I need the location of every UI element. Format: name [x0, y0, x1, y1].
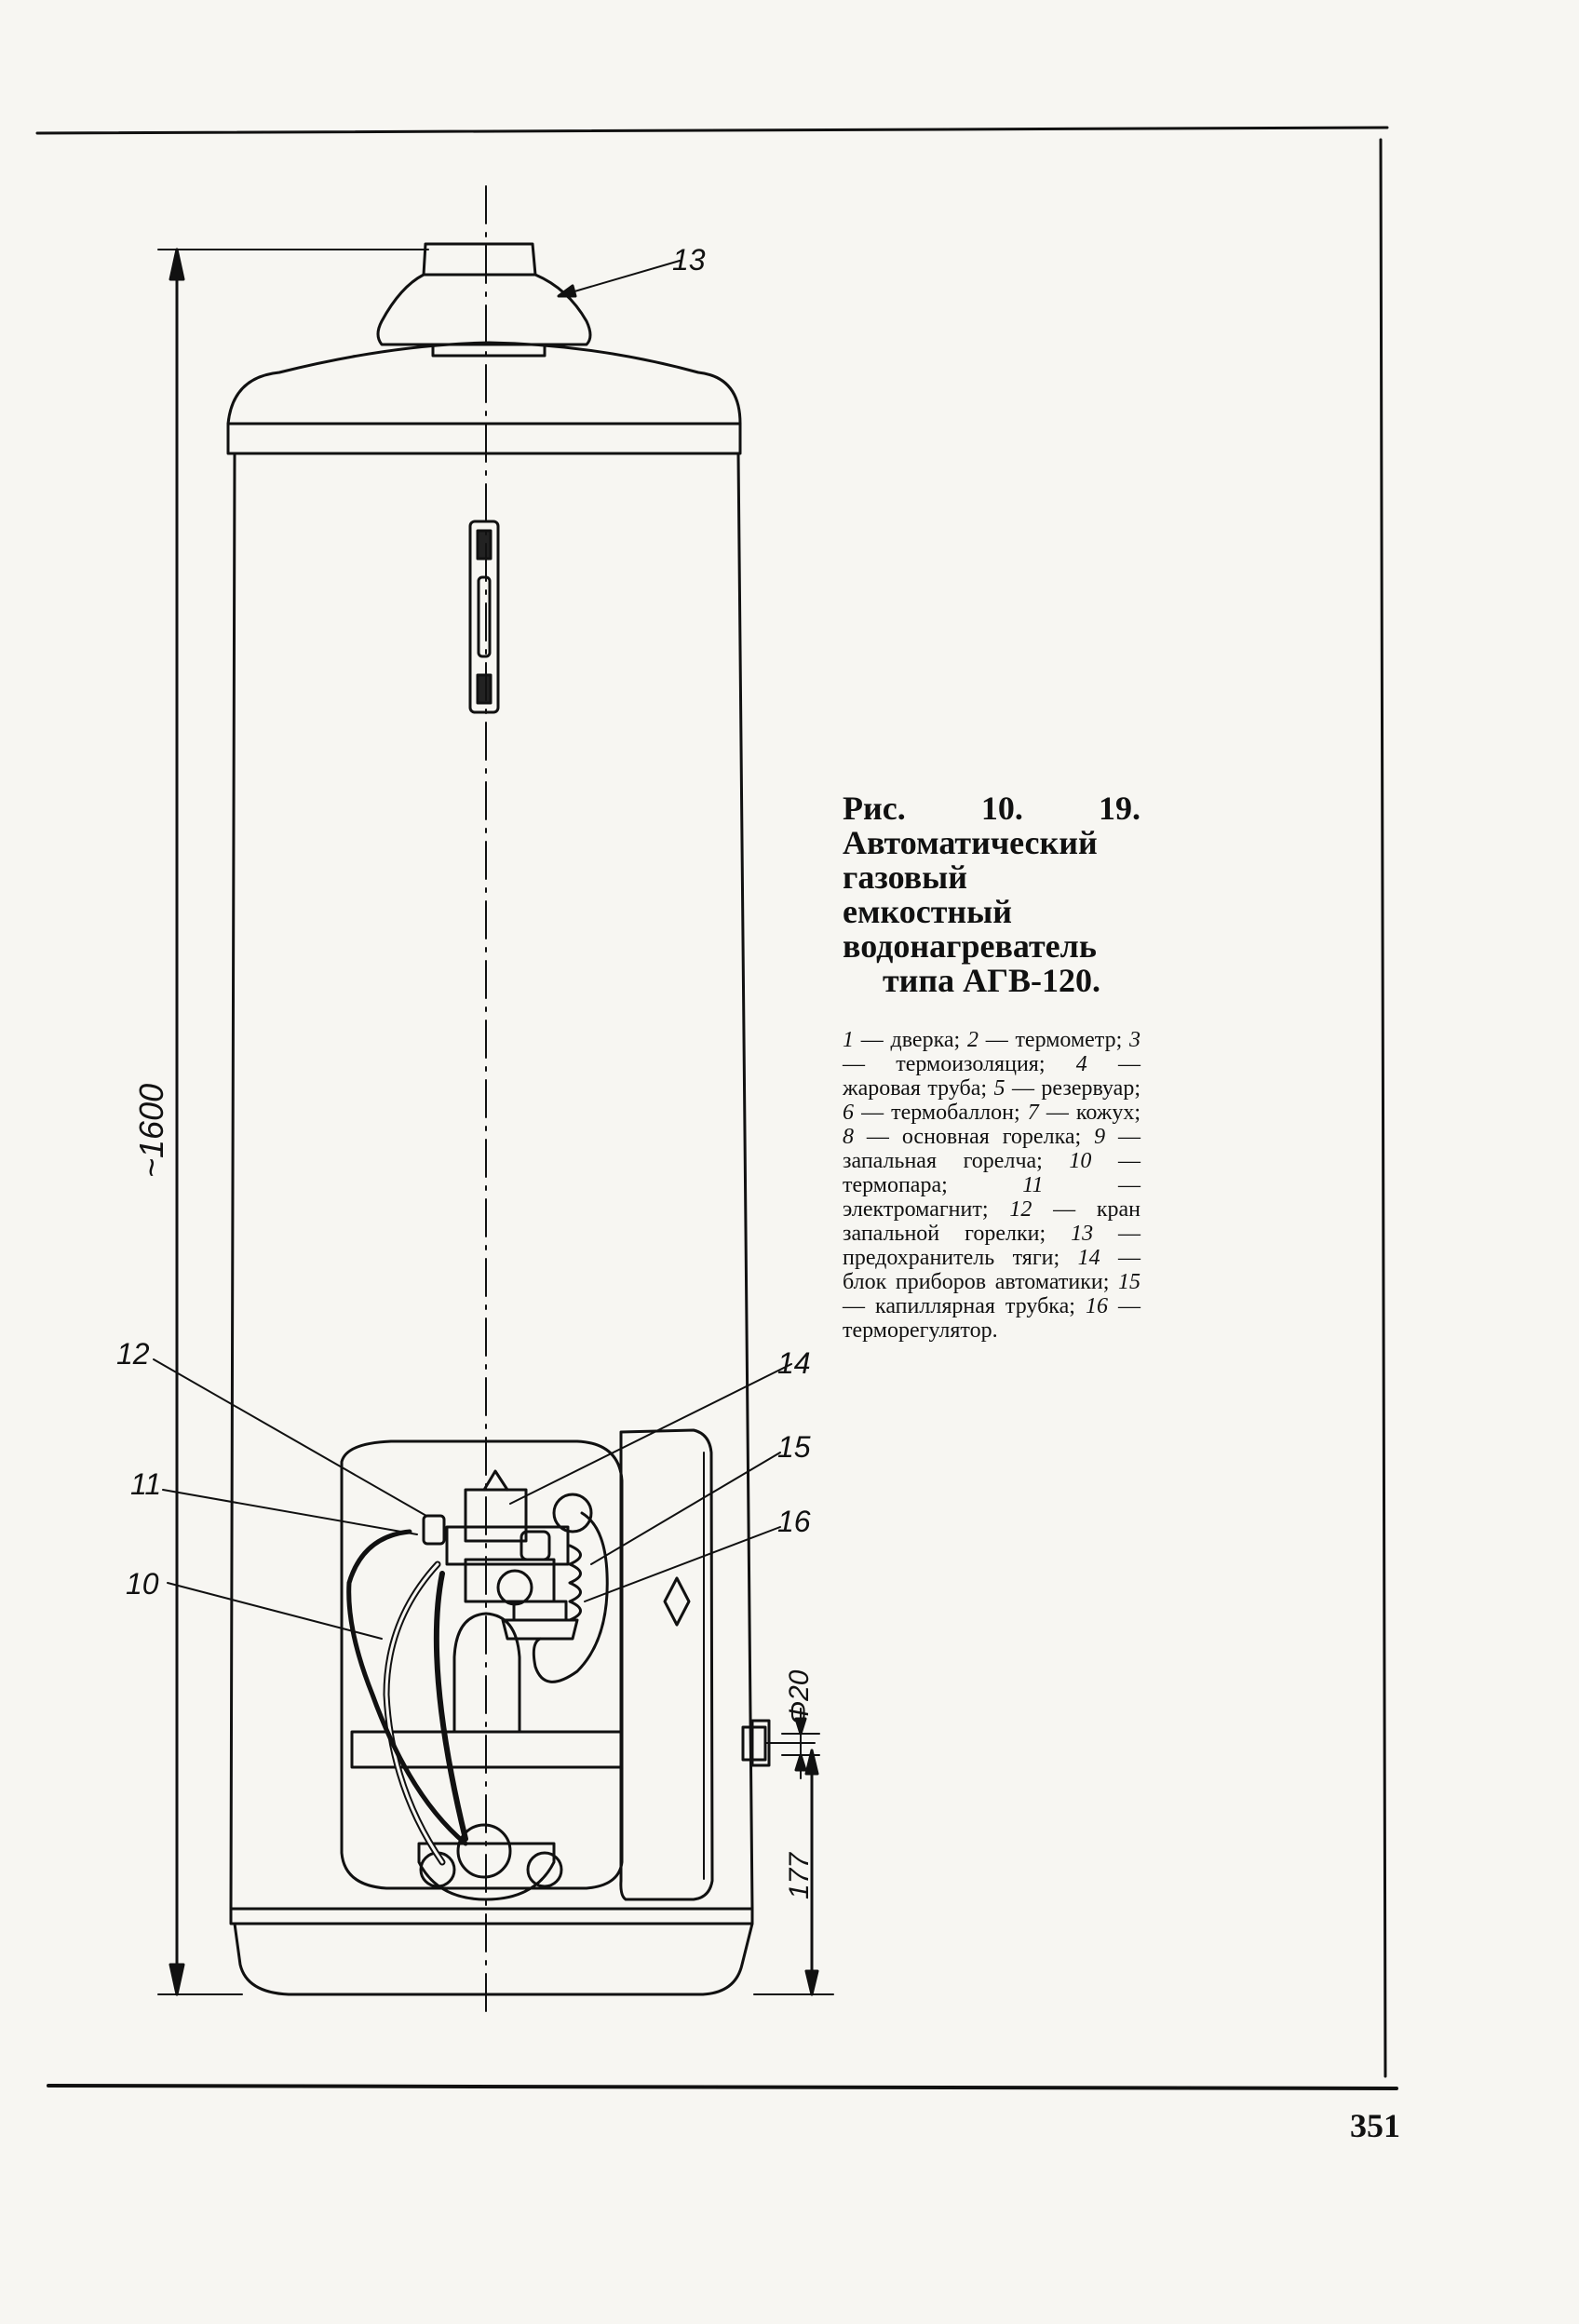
page-number: 351	[1350, 2107, 1400, 2144]
top-band	[226, 422, 742, 455]
top-rule	[35, 126, 1389, 135]
legend-text: — термопара;	[843, 1149, 1141, 1197]
legend-item: 9 — запальная горелча;	[843, 1125, 1140, 1173]
tank-body	[229, 452, 754, 1911]
legend-number: 10	[1069, 1149, 1092, 1173]
burner-bar	[350, 1730, 624, 1769]
main-burner	[417, 1842, 556, 1901]
valve-knob	[422, 1514, 446, 1546]
legend-number: 14	[1077, 1246, 1100, 1270]
legend-item: 15 — капиллярная трубка;	[843, 1270, 1140, 1318]
pipe-diameter-label: Φ20	[784, 1669, 815, 1724]
legend-item: 10 — термопара;	[843, 1149, 1140, 1197]
legend-text: — основная горелка;	[854, 1125, 1095, 1149]
legend-text: — терморегулятор.	[843, 1294, 1140, 1343]
automation-unit	[464, 1488, 528, 1543]
leader-16	[584, 1526, 781, 1602]
bottom-band	[229, 1907, 754, 1925]
legend-item: 8 — основная горелка;	[843, 1125, 1094, 1149]
legend-number: 1	[843, 1028, 854, 1052]
legend-number: 5	[993, 1076, 1005, 1101]
legend-number: 8	[843, 1125, 854, 1149]
leader-14	[509, 1363, 792, 1505]
label-10: 10	[126, 1567, 159, 1601]
capillary-tube	[532, 1511, 609, 1683]
legend-item: 6 — термобаллон;	[843, 1101, 1028, 1125]
legend-number: 12	[1009, 1197, 1032, 1222]
legend-text: — предохранитель тяги;	[843, 1222, 1140, 1270]
legend-text: — запальная горелча;	[843, 1125, 1141, 1173]
label-12: 12	[116, 1337, 150, 1371]
legend-text: — термометр;	[978, 1028, 1130, 1052]
legend-item: 7 — кожух;	[1028, 1101, 1140, 1125]
label-13: 13	[672, 243, 706, 277]
door-handle	[663, 1576, 691, 1627]
figure-title: Рис. 10. 19. Автоматический газовый емко…	[843, 790, 1140, 999]
legend-number: 6	[843, 1101, 854, 1125]
legend-number: 11	[1022, 1173, 1044, 1197]
thermocouple-tube	[383, 1561, 446, 1866]
label-11: 11	[130, 1467, 161, 1501]
legend-text: — жаровая труба;	[843, 1052, 1140, 1101]
legend-item: 12 — кран запальной горелки;	[843, 1197, 1140, 1246]
legend-text: — резервуар;	[1005, 1076, 1140, 1101]
bottom-rule	[47, 2084, 1398, 2090]
flue-tube	[452, 1612, 521, 1734]
label-16: 16	[777, 1505, 811, 1538]
leader-11	[162, 1489, 418, 1535]
legend-item: 2 — термометр;	[967, 1028, 1129, 1052]
bottom-dimension-label: 177	[784, 1852, 815, 1899]
draft-hood	[376, 242, 592, 346]
legend-text: — дверка;	[854, 1028, 967, 1052]
legend-number: 9	[1094, 1125, 1106, 1149]
legend-text: — электромагнит;	[843, 1173, 1140, 1222]
legend-item: 3 — термоизоляция;	[843, 1028, 1140, 1076]
height-dimension-label: ~1600	[132, 1084, 170, 1178]
legend-item: 14 — блок приборов автоматики;	[843, 1246, 1140, 1294]
legend-text: — термобаллон;	[854, 1101, 1028, 1125]
leader-12	[153, 1358, 427, 1517]
legend-text: — кожух;	[1038, 1101, 1140, 1125]
legend-text: — блок приборов автоматики;	[843, 1246, 1141, 1294]
thermometer	[468, 520, 500, 714]
legend-number: 15	[1118, 1270, 1140, 1294]
tank-dome	[226, 341, 742, 426]
door	[619, 1428, 714, 1901]
label-15: 15	[777, 1430, 811, 1464]
pipe-fitting	[741, 1725, 767, 1762]
legend-number: 13	[1071, 1222, 1094, 1246]
right-rule	[1379, 138, 1387, 2078]
access-opening	[340, 1439, 624, 1890]
legend-item: 16 — терморегулятор.	[843, 1294, 1140, 1343]
leader-15	[590, 1452, 781, 1565]
legend-number: 2	[966, 1028, 978, 1052]
legend-item: 5 — резервуар;	[994, 1076, 1140, 1101]
tank-base	[233, 1922, 754, 1996]
legend-item: 4 — жаровая труба;	[843, 1052, 1140, 1101]
legend-item: 1 — дверка;	[843, 1028, 967, 1052]
legend-text: — капиллярная трубка;	[843, 1294, 1086, 1318]
figure-caption: Рис. 10. 19. Автоматический газовый емко…	[843, 790, 1140, 1344]
legend-text: — термоизоляция;	[843, 1052, 1076, 1076]
leader-10	[167, 1582, 383, 1640]
label-14: 14	[777, 1346, 811, 1380]
pilot-line	[346, 1529, 468, 1846]
legend-number: 3	[1129, 1028, 1141, 1052]
figure-legend: 1 — дверка; 2 — термометр; 3 — термоизол…	[843, 1028, 1140, 1343]
legend-number: 4	[1075, 1052, 1087, 1076]
legend-item: 11 — электромагнит;	[843, 1173, 1140, 1222]
legend-item: 13 — предохранитель тяги;	[843, 1222, 1140, 1270]
legend-number: 7	[1027, 1101, 1039, 1125]
legend-text: — кран запальной горелки;	[843, 1197, 1141, 1246]
legend-number: 16	[1085, 1294, 1108, 1318]
leader-13	[558, 260, 681, 297]
